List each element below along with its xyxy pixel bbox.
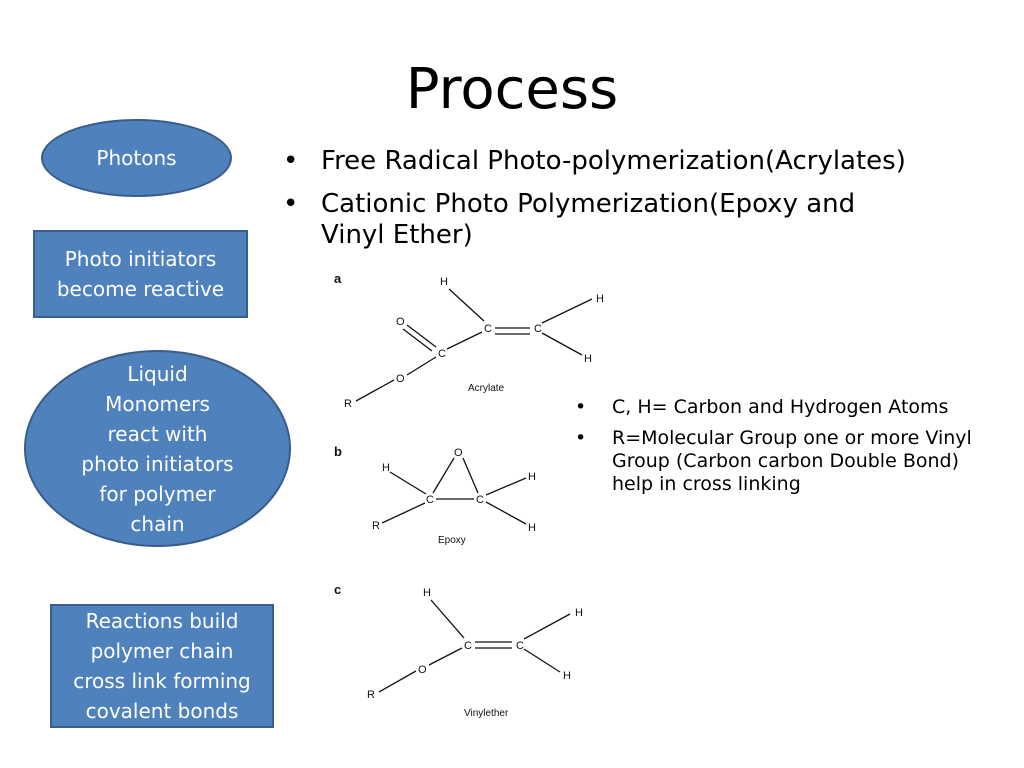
atom-r: R [367, 689, 375, 701]
flow-text-line: Reactions build [85, 609, 239, 633]
flow-text-line: become reactive [56, 277, 225, 301]
flow-text-line: Monomers [105, 391, 210, 416]
side-bullet-list: C, H= Carbon and Hydrogen Atoms R=Molecu… [575, 396, 995, 504]
panel-letter-c: c [334, 582, 341, 597]
atom-o: O [396, 316, 405, 328]
bullet-item: Cationic Photo Polymerization(Epoxy and … [283, 189, 983, 251]
flow-text-line: photo initiators [81, 451, 234, 476]
vinylether-structure: c H H H C C O R Vinylether [334, 582, 583, 719]
structure-name: Vinylether [464, 708, 509, 719]
atom-h: H [382, 462, 390, 474]
atom-h: H [584, 353, 592, 365]
panel-letter-b: b [334, 444, 342, 459]
atom-c: C [464, 640, 472, 652]
atom-c: C [426, 494, 434, 506]
atom-o: O [418, 664, 427, 676]
structure-name: Epoxy [438, 535, 466, 546]
acrylate-structure: a H H H O C C C O R Acrylate [334, 271, 604, 410]
flow-text-line: chain [130, 511, 185, 536]
liquid-monomers-oval: Liquid Monomers react with photo initiat… [24, 350, 291, 547]
flow-text-line: react with [107, 421, 208, 446]
photons-label: Photons [96, 146, 177, 170]
photons-oval: Photons [41, 119, 232, 197]
atom-c: C [438, 348, 446, 360]
atom-r: R [344, 398, 352, 410]
bullet-item: R=Molecular Group one or more Vinyl Grou… [575, 427, 995, 496]
atom-h: H [563, 670, 571, 682]
slide-title: Process [405, 57, 619, 122]
atom-h: H [440, 276, 448, 288]
flow-text-line: Liquid [127, 361, 188, 386]
flow-text-line: cross link forming [73, 669, 251, 693]
atom-h: H [575, 607, 583, 619]
atom-h: H [423, 587, 431, 599]
atom-c: C [484, 323, 492, 335]
bullet-item: Free Radical Photo-polymerization(Acryla… [283, 146, 983, 177]
flow-text-line: for polymer [99, 481, 216, 506]
atom-c: C [534, 323, 542, 335]
flow-text-line: polymer chain [90, 639, 234, 663]
bullet-item: C, H= Carbon and Hydrogen Atoms [575, 396, 995, 419]
atom-c: C [516, 640, 524, 652]
atom-h: H [528, 522, 536, 534]
epoxy-structure: b O H H H C C R Epoxy [334, 444, 536, 546]
atom-c: C [476, 494, 484, 506]
panel-letter-a: a [334, 271, 342, 286]
atom-o: O [396, 373, 405, 385]
flow-text-line: covalent bonds [85, 699, 239, 723]
atom-h: H [528, 471, 536, 483]
main-bullet-list: Free Radical Photo-polymerization(Acryla… [283, 146, 983, 263]
flow-text-line: Photo initiators [64, 247, 217, 271]
reactions-box: Reactions build polymer chain cross link… [50, 604, 274, 728]
structure-name: Acrylate [468, 383, 505, 394]
atom-o: O [454, 447, 463, 459]
atom-h: H [596, 293, 604, 305]
photo-initiators-box: Photo initiators become reactive [33, 230, 248, 318]
atom-r: R [372, 520, 380, 532]
